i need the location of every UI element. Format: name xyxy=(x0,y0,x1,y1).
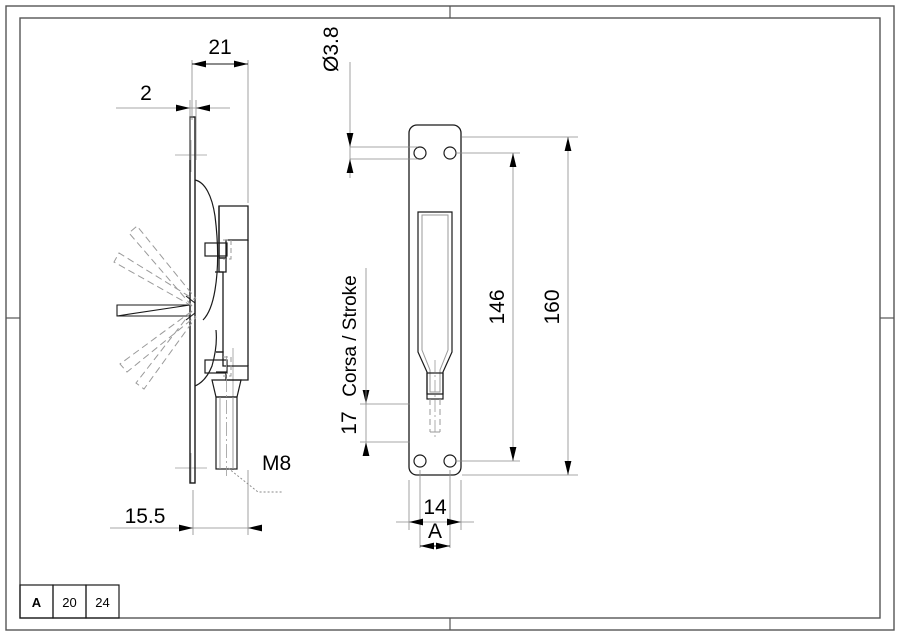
dimension-160-extension xyxy=(462,136,578,476)
dimension-15-5-arrow-left xyxy=(179,524,193,532)
side-view-housing xyxy=(215,205,249,381)
dimension-17-arrow-bottom xyxy=(362,442,370,456)
dimension-15-5-arrow-right xyxy=(248,524,262,532)
dimension-dia-3-8: Ø3.8 xyxy=(320,26,418,178)
title-block-variant: A xyxy=(32,595,42,610)
dimension-a-arrow-right xyxy=(436,542,450,550)
dimension-160-arrow-bottom xyxy=(564,461,572,475)
side-view-pivot-hidden xyxy=(223,239,232,377)
dimension-14-arrow-right xyxy=(447,518,461,526)
callout-m8: M8 xyxy=(227,452,291,493)
dimension-17-extension xyxy=(360,403,410,443)
front-view xyxy=(408,124,462,476)
dimension-146-extension xyxy=(455,152,520,462)
side-view-pivot-blocks xyxy=(204,242,228,374)
dimension-21-extension xyxy=(191,60,249,203)
dimension-146-arrow-bottom xyxy=(509,447,517,461)
dimension-146-arrow-top xyxy=(509,153,517,167)
dimension-15-5: 15.5 xyxy=(110,470,262,535)
title-block-dim-b: 24 xyxy=(95,595,109,610)
dimension-146: 146 xyxy=(455,152,520,462)
dimension-15-5-text: 15.5 xyxy=(125,505,166,528)
title-block-dim-a: 20 xyxy=(62,595,76,610)
dimension-160-text: 160 xyxy=(541,289,564,324)
callout-m8-leader xyxy=(227,467,282,493)
dimension-14: 14 xyxy=(396,470,474,548)
callout-m8-text: M8 xyxy=(262,452,291,475)
dimension-146-text: 146 xyxy=(486,289,509,324)
dimension-dia-3-8-extension xyxy=(350,146,418,160)
side-view-arm-solid xyxy=(116,295,196,321)
dimension-15-5-extension xyxy=(192,470,249,535)
title-block: A 20 24 xyxy=(19,584,120,619)
side-view-body-profile xyxy=(194,179,219,387)
front-view-plate xyxy=(408,124,462,476)
dimension-160-arrow-top xyxy=(564,137,572,151)
dimension-dia-3-8-arrow-bottom xyxy=(346,159,354,173)
dimension-corsa-stroke: Corsa / Stroke xyxy=(340,268,367,404)
dimension-21: 21 xyxy=(191,36,249,203)
dimension-14-arrow-left xyxy=(409,518,423,526)
front-view-stud xyxy=(426,372,444,400)
dimension-corsa-stroke-text: Corsa / Stroke xyxy=(340,275,361,396)
side-view-center-lines xyxy=(175,140,234,483)
dimension-2: 2 xyxy=(116,82,230,160)
dimension-2-arrow-right xyxy=(196,104,210,112)
side-view-arm-phantom-positions xyxy=(113,225,197,390)
dimension-dia-3-8-arrow-top xyxy=(346,133,354,147)
dimension-a-arrow-left xyxy=(420,542,434,550)
dimension-a: A xyxy=(420,520,450,550)
dimension-17-text: 17 xyxy=(338,411,361,434)
dimension-a-text: A xyxy=(428,520,442,543)
dimension-2-extension xyxy=(189,100,197,160)
front-view-arm-body xyxy=(421,214,449,393)
dimension-21-arrow-right xyxy=(234,60,248,68)
dimension-17: 17 xyxy=(338,390,410,456)
front-view-fixing-holes xyxy=(413,146,457,468)
side-view xyxy=(113,116,249,484)
dimension-2-text: 2 xyxy=(140,82,152,105)
dimension-160: 160 xyxy=(462,136,578,476)
dimension-21-arrow-left xyxy=(192,60,206,68)
dimension-21-text: 21 xyxy=(208,36,231,59)
dimension-2-arrow-left xyxy=(176,104,190,112)
side-view-thread-lines xyxy=(219,397,234,469)
sheet-frame xyxy=(5,5,895,631)
dimension-14-text: 14 xyxy=(423,496,447,519)
dimension-dia-3-8-text: Ø3.8 xyxy=(320,26,343,72)
